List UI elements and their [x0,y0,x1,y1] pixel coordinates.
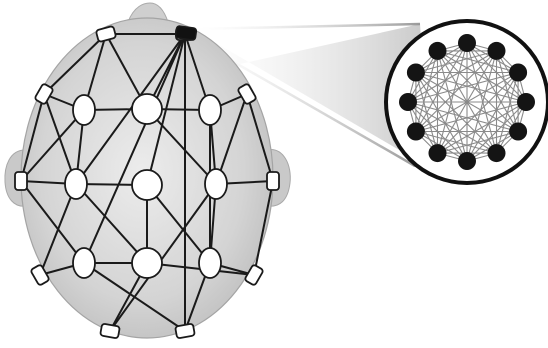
inset-node [488,42,506,60]
scalp-node [132,94,162,124]
inset-node [407,64,425,82]
inset-node [429,144,447,162]
selected-electrode [175,26,196,41]
inset-node [399,93,417,111]
scalp-node [199,95,221,125]
rim-electrode [267,172,279,190]
inset-node [509,64,527,82]
inset-magnifier [386,21,548,183]
inset-node [517,93,535,111]
scalp-node [73,95,95,125]
scalp-node [132,248,162,278]
scalp-node [132,170,162,200]
scalp-node [65,169,87,199]
inset-node [458,34,476,52]
inset-node [509,123,527,141]
scalp-node [73,248,95,278]
inset-node [407,123,425,141]
scalp-node [199,248,221,278]
rim-electrode [100,324,120,339]
inset-node [488,144,506,162]
inset-node [429,42,447,60]
rim-electrode [175,324,195,339]
inset-node [458,152,476,170]
rim-electrode [15,172,27,190]
scalp-node [205,169,227,199]
